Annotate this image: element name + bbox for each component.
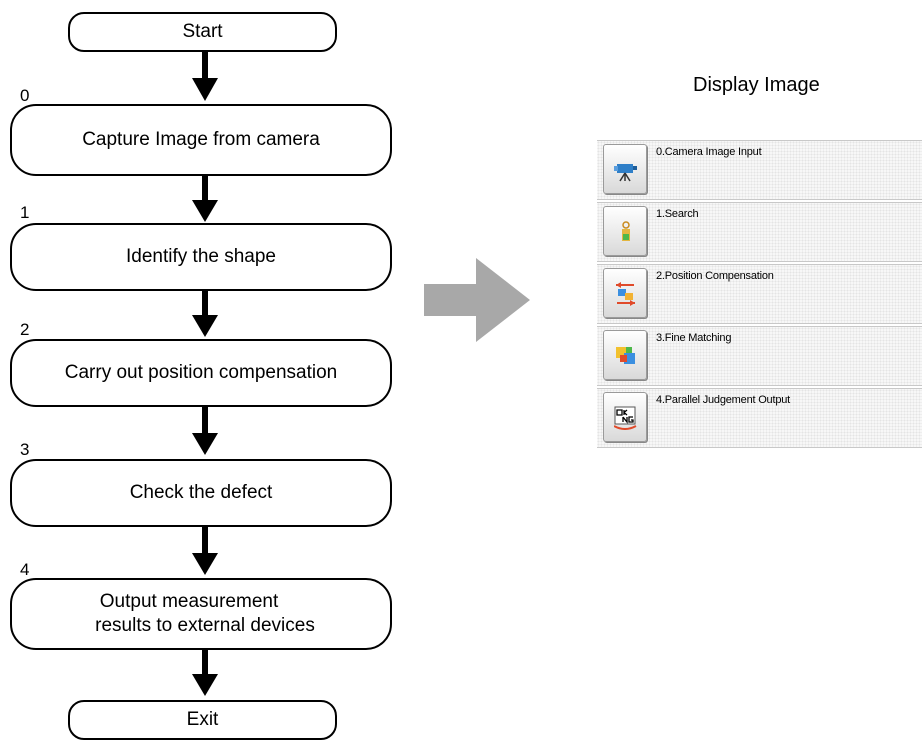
flow-arrow bbox=[192, 176, 218, 222]
start-node: Start bbox=[68, 12, 337, 52]
fine-matching-icon bbox=[616, 347, 635, 364]
step-text-4-line1: Output measurement bbox=[99, 591, 279, 612]
list-item-position-compensation[interactable]: 2.Position Compensation bbox=[597, 264, 922, 324]
search-icon-button[interactable] bbox=[603, 206, 647, 256]
flow-arrow bbox=[192, 291, 218, 337]
step-text-3: Check the defect bbox=[129, 482, 273, 503]
item-label: 3.Fine Matching bbox=[656, 332, 732, 344]
item-label: 2.Position Compensation bbox=[656, 270, 774, 282]
parallel-output-icon bbox=[614, 406, 637, 430]
list-item-search[interactable]: 1.Search bbox=[597, 202, 922, 262]
process-output-results: Output measurement results to external d… bbox=[10, 578, 392, 650]
parallel-output-icon-button[interactable] bbox=[603, 392, 647, 442]
step-text-1: Identify the shape bbox=[126, 246, 276, 267]
display-title: Display Image bbox=[693, 74, 820, 96]
start-label: Start bbox=[182, 21, 223, 42]
step-number-0: 0 bbox=[20, 86, 30, 105]
camera-icon bbox=[614, 164, 637, 182]
flow-arrow bbox=[192, 527, 218, 575]
step-text-0: Capture Image from camera bbox=[82, 129, 320, 150]
step-number-4: 4 bbox=[20, 560, 30, 579]
item-list: 0.Camera Image Input 1.Search 2.Position… bbox=[597, 140, 922, 450]
process-check-defect: Check the defect bbox=[10, 459, 392, 527]
position-compensation-icon bbox=[616, 282, 635, 306]
item-label: 4.Parallel Judgement Output bbox=[656, 394, 791, 406]
item-label: 0.Camera Image Input bbox=[656, 146, 762, 158]
step-number-3: 3 bbox=[20, 440, 30, 459]
list-item-camera-image-input[interactable]: 0.Camera Image Input bbox=[597, 140, 922, 200]
list-item-fine-matching[interactable]: 3.Fine Matching bbox=[597, 326, 922, 386]
item-label: 1.Search bbox=[656, 208, 699, 220]
camera-icon-button[interactable] bbox=[603, 144, 647, 194]
flow-arrow bbox=[192, 407, 218, 455]
big-right-arrow bbox=[424, 258, 530, 342]
process-position-compensation: Carry out position compensation bbox=[10, 339, 392, 407]
process-capture-image: Capture Image from camera bbox=[10, 104, 392, 176]
search-icon bbox=[622, 221, 630, 241]
fine-matching-icon-button[interactable] bbox=[603, 330, 647, 380]
flow-arrow bbox=[192, 650, 218, 696]
process-identify-shape: Identify the shape bbox=[10, 223, 392, 291]
position-compensation-icon-button[interactable] bbox=[603, 268, 647, 318]
flow-arrow bbox=[192, 52, 218, 101]
exit-node: Exit bbox=[68, 700, 337, 740]
step-number-2: 2 bbox=[20, 320, 30, 339]
step-number-1: 1 bbox=[20, 203, 30, 222]
list-item-parallel-judgement-output[interactable]: 4.Parallel Judgement Output bbox=[597, 388, 922, 448]
step-text-4-line2: results to external devices bbox=[95, 615, 315, 636]
exit-label: Exit bbox=[186, 709, 219, 730]
step-text-2: Carry out position compensation bbox=[64, 362, 338, 383]
